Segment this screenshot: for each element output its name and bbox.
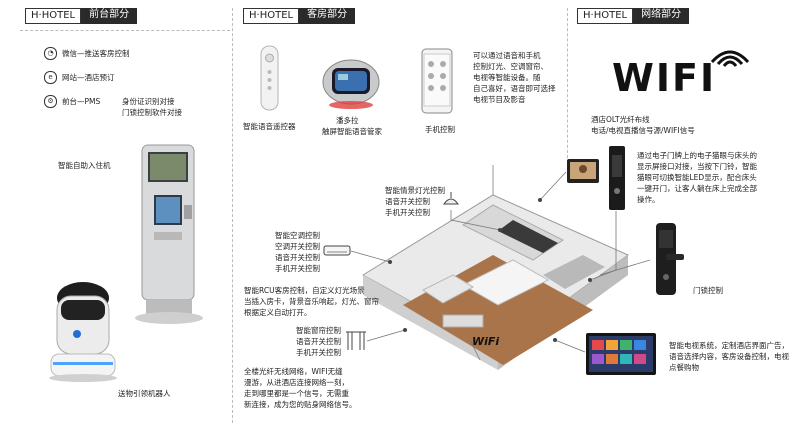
door-plate-leader xyxy=(589,211,617,281)
tv-note-line-2: 语音选择内容，客房设备控制，电视 xyxy=(669,352,789,361)
curtain-icon xyxy=(346,331,366,350)
butler-label-line-2: 触屏智能语音管家 xyxy=(322,127,382,136)
ac-label-line-2: 空调开关控制 xyxy=(275,242,320,251)
phone-note-line-3: 电视等智能设备。随 xyxy=(473,73,541,82)
lighting-label-line-2: 语音开关控制 xyxy=(385,197,430,206)
tv-note-line-3: 点餐购物 xyxy=(669,363,699,372)
front-desk-title: 前台部分 xyxy=(81,8,138,24)
door-lock-label: 门锁控制 xyxy=(693,286,723,295)
network-brand: H·HOTEL xyxy=(577,8,634,24)
ac-label-line-3: 语音开关控制 xyxy=(275,253,320,262)
ac-label-line-1: 智能空调控制 xyxy=(275,231,320,240)
curtain-label-line-3: 手机开关控制 xyxy=(296,348,341,357)
network-title: 网络部分 xyxy=(633,8,690,24)
tv-leader xyxy=(554,339,586,353)
lighting-leader xyxy=(450,210,501,231)
doorbell-note-line-5: 操作。 xyxy=(637,195,660,204)
front-item-wechat: 微信—推送客房控制 xyxy=(62,49,130,58)
guest-room-floorplan-image xyxy=(362,165,629,370)
self-checkin-kiosk-image xyxy=(135,144,203,324)
phone-control-label: 手机控制 xyxy=(425,125,455,134)
wechat-icon: ◔ xyxy=(44,47,57,60)
tv-note-line-1: 智能电视系统，定制酒店界面广告， xyxy=(669,341,789,350)
guest-room-title: 客房部分 xyxy=(299,8,356,24)
doorbell-leader xyxy=(539,171,567,201)
wifi-leader xyxy=(469,339,481,361)
phone-note-line-2: 控制灯光、空调窗帘、 xyxy=(473,62,548,71)
front-item-pms: 前台—PMS xyxy=(62,97,101,106)
voice-remote-image xyxy=(260,45,279,111)
rcu-note-line-3: 根据定义自动打开。 xyxy=(244,308,312,317)
electronic-door-plate-image xyxy=(609,146,625,210)
doorbell-note-line-4: 一键开门，让客人躺在床上完成全部 xyxy=(637,184,757,193)
phone-note-line-5: 电视节目及影音 xyxy=(473,95,526,104)
wifi-logo: WIFI xyxy=(612,56,717,100)
smart-tv-image xyxy=(586,333,656,375)
front-desk-header: H·HOTEL 前台部分 xyxy=(25,8,138,24)
network-header: H·HOTEL 网络部分 xyxy=(577,8,690,24)
mobile-phone-image xyxy=(421,48,453,114)
ie-browser-icon: e xyxy=(44,71,57,84)
fiber-note-line-2: 电话/电视直播信号源/WIFI信号 xyxy=(591,126,695,135)
fiber-note-line-1: 酒店OLT光纤布线 xyxy=(591,115,650,124)
rcu-note-line-1: 智能RCU客房控制，自定义灯光场景 xyxy=(244,286,365,295)
divider-left xyxy=(232,8,233,423)
curtain-label-line-1: 智能窗帘控制 xyxy=(296,326,341,335)
pms-note-line-2: 门锁控制软件对接 xyxy=(122,108,182,117)
delivery-robot-image xyxy=(49,282,117,382)
room-wifi-text: WiFi xyxy=(472,335,500,348)
front-desk-brand: H·HOTEL xyxy=(25,8,82,24)
ac-leader xyxy=(350,250,391,263)
rcu-note-line-2: 当插入房卡，背景音乐响起，灯光、窗帘 xyxy=(244,297,379,306)
pms-icon: ⚙ xyxy=(44,95,57,108)
air-conditioner-icon xyxy=(323,245,351,256)
curtain-leader xyxy=(366,329,406,342)
kiosk-label: 智能自助入住机 xyxy=(58,161,111,170)
lighting-label-line-1: 智能情景灯光控制 xyxy=(385,186,445,195)
front-item-website: 网站—酒店预订 xyxy=(62,73,115,82)
smart-butler-device-image xyxy=(322,59,380,109)
wifi-note-line-1: 全楼光纤无线网络，WIFI无缝 xyxy=(244,367,343,376)
robot-label: 送物引领机器人 xyxy=(118,389,171,398)
voice-remote-label: 智能语音遥控器 xyxy=(243,122,296,131)
wifi-note-line-2: 漫游，从进酒店连接网络一刻， xyxy=(244,378,349,387)
doorbell-note-line-2: 显示屏接口对接，当按下门铃，智能 xyxy=(637,162,757,171)
wifi-note-line-4: 新连接，成为您的贴身网络信号。 xyxy=(244,400,357,409)
curtain-label-line-2: 语音开关控制 xyxy=(296,337,341,346)
doorbell-display-image xyxy=(567,159,599,183)
lighting-label-line-3: 手机开关控制 xyxy=(385,208,430,217)
divider-right xyxy=(567,8,568,158)
ceiling-lamp-icon xyxy=(443,192,459,205)
doorbell-note-line-1: 通过电子门牌上的电子猫眼与床头的 xyxy=(637,151,757,160)
phone-note-line-4: 自己喜好，语音即可选择 xyxy=(473,84,556,93)
guest-room-brand: H·HOTEL xyxy=(243,8,300,24)
ac-label-line-4: 手机开关控制 xyxy=(275,264,320,273)
door-lock-image xyxy=(656,223,684,295)
butler-label-line-1: 潘多拉 xyxy=(336,116,359,125)
wifi-note-line-3: 走到哪里都是一个信号，无需重 xyxy=(244,389,349,398)
pms-note-line-1: 身份证识别对接 xyxy=(122,97,175,106)
guest-room-header: H·HOTEL 客房部分 xyxy=(243,8,356,24)
front-desk-underline xyxy=(20,30,230,31)
wifi-signal-icon xyxy=(710,50,750,67)
lock-leader xyxy=(599,259,651,276)
phone-note-line-1: 可以通过语音和手机 xyxy=(473,51,541,60)
doorbell-note-line-3: 猫眼可切换智能LED显示，配合床头 xyxy=(637,173,757,182)
